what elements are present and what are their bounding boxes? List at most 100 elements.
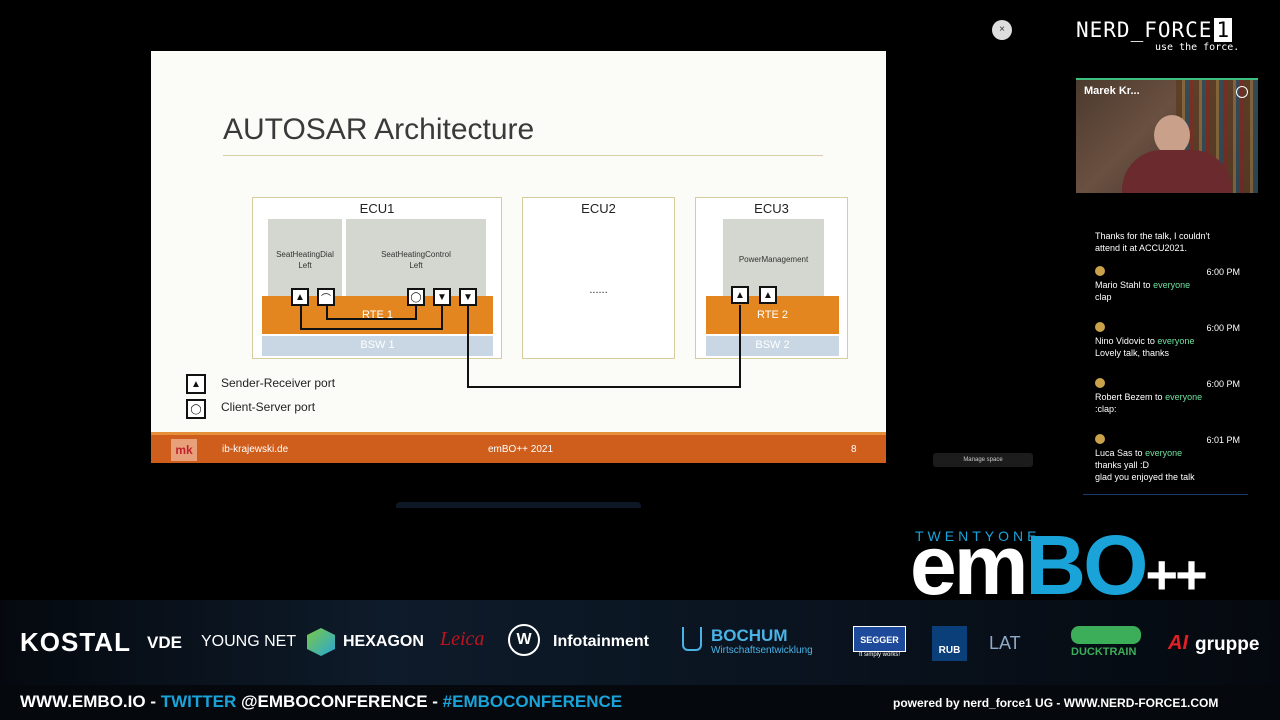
swc-power-management: PowerManagement — [723, 219, 824, 299]
ecu3-label: ECU3 — [754, 201, 789, 216]
brand-digit: 1 — [1214, 18, 1233, 42]
ticker-handle: @EMBOCONFERENCE - — [240, 692, 443, 711]
sponsor-ducktrain: DUCKTRAIN — [1071, 646, 1137, 658]
chat-sender: Nino Vidovic — [1095, 336, 1145, 346]
manage-space-button[interactable]: Manage space — [933, 453, 1033, 467]
sponsor-hexagon: HEXAGON — [343, 633, 424, 650]
speaker-name: Marek Kr... — [1084, 85, 1140, 97]
embo-logo: emBO++ — [910, 518, 1208, 620]
footer-event: emBO++ 2021 — [488, 444, 554, 455]
avatar-emoji-icon — [1095, 434, 1105, 444]
close-icon[interactable]: × — [992, 20, 1012, 40]
sender-receiver-port: ▼ — [459, 288, 477, 306]
chat-to: to — [1155, 392, 1163, 402]
chat-text: clap — [1095, 292, 1112, 302]
ecu2-label: ECU2 — [581, 201, 616, 216]
sponsor-bar — [0, 600, 1280, 685]
chat-to: to — [1135, 448, 1143, 458]
ticker-twitter: TWITTER — [160, 692, 241, 711]
globe-icon[interactable] — [1236, 86, 1248, 98]
chat-to: to — [1143, 280, 1151, 290]
chat-sender: Robert Bezem — [1095, 392, 1153, 402]
ticker-left: WWW.EMBO.IO - TWITTER @EMBOCONFERENCE - … — [20, 692, 622, 712]
chat-intro-message: Thanks for the talk, I couldn't attend i… — [1095, 231, 1210, 253]
sponsor-segger-sub: It simply works! — [858, 652, 900, 658]
ticker-hashtag: #EMBOCONFERENCE — [442, 692, 623, 711]
sponsor-young-net: YOUNG NET — [201, 633, 297, 650]
chat-time: 6:00 PM — [1206, 323, 1240, 333]
legend-client-server-icon: ◯ — [186, 399, 206, 419]
ticker-right: powered by nerd_force1 UG - WWW.NERD-FOR… — [893, 696, 1219, 710]
legend-sender-receiver-label: Sender-Receiver port — [221, 376, 336, 390]
ecu2-box: ECU2 ...... — [522, 197, 675, 359]
chat-text: Lovely talk, thanks — [1095, 348, 1170, 358]
bottom-ticker — [0, 685, 1280, 720]
sponsor-vde: VDE — [147, 633, 182, 652]
sponsor-bochum: BOCHUM — [711, 626, 788, 645]
chat-message: 6:01 PM Luca Sas to everyone thanks yall… — [1095, 434, 1240, 483]
ecu2-ellipsis: ...... — [589, 284, 608, 296]
chat-time: 6:00 PM — [1206, 267, 1240, 277]
sponsor-ai: AI — [1168, 632, 1188, 654]
bochum-icon — [682, 627, 702, 651]
hexagon-icon — [307, 628, 335, 656]
client-server-port: ⌒ — [317, 288, 335, 306]
speaker-head — [1154, 115, 1190, 155]
presenter-toolbar — [396, 502, 641, 508]
twentyone-label: TWENTYONE — [915, 528, 1041, 544]
bsw1-layer: BSW 1 — [262, 336, 493, 356]
presentation-slide: AUTOSAR Architecture ECU1 SeatHeatingDia… — [151, 51, 886, 463]
ticker-site: WWW.EMBO.IO - — [20, 692, 161, 711]
sponsor-leica: Leica — [440, 628, 485, 650]
avatar-emoji-icon — [1095, 378, 1105, 388]
sender-receiver-port: ▲ — [731, 286, 749, 304]
speaker-body — [1122, 150, 1232, 193]
sponsor-segger: SEGGER — [853, 626, 906, 652]
chat-text: :clap: — [1095, 404, 1117, 414]
embo-bo: BO — [1025, 518, 1148, 612]
chat-recipient: everyone — [1157, 336, 1195, 346]
slide-footer: mk ib-krajewski.de emBO++ 2021 8 — [151, 432, 886, 463]
chat-sender: Mario Stahl — [1095, 280, 1141, 290]
embo-plusplus: ++ — [1145, 543, 1207, 606]
chat-sender: Luca Sas — [1095, 448, 1133, 458]
sender-receiver-port: ▲ — [291, 288, 309, 306]
brand-tagline: use the force. — [1155, 42, 1240, 53]
chat-text: glad you enjoyed the talk — [1095, 472, 1195, 482]
chat-recipient: everyone — [1165, 392, 1203, 402]
swc-seat-heating-control: SeatHeatingControl Left — [346, 219, 486, 299]
connection-lines — [300, 305, 741, 388]
footer-site: ib-krajewski.de — [222, 444, 289, 455]
sponsor-lat: LAT — [989, 633, 1021, 653]
sponsor-bochum-sub: Wirtschaftsentwicklung — [711, 645, 813, 656]
chat-message: 6:00 PM Robert Bezem to everyone :clap: — [1095, 378, 1240, 415]
sender-receiver-port: ▲ — [759, 286, 777, 304]
sponsor-infotainment: Infotainment — [553, 633, 649, 650]
vw-logo-icon: W — [508, 624, 540, 656]
chat-time: 6:00 PM — [1206, 379, 1240, 389]
chat-recipient: everyone — [1153, 280, 1191, 290]
slide-page-number: 8 — [851, 444, 857, 455]
avatar-emoji-icon — [1095, 322, 1105, 332]
speaker-video: Marek Kr... — [1076, 78, 1258, 193]
sponsor-gruppe: gruppe — [1195, 634, 1260, 655]
ecu1-label: ECU1 — [359, 201, 395, 216]
sponsor-kostal: KOSTAL — [20, 627, 131, 657]
legend-client-server-label: Client-Server port — [221, 400, 316, 414]
brand-name: NERD_FORCE — [1076, 18, 1213, 42]
chat-to: to — [1147, 336, 1155, 346]
chat-message: 6:00 PM Nino Vidovic to everyone Lovely … — [1095, 322, 1240, 359]
embo-em: em — [910, 518, 1028, 612]
swc-seat-heating-dial: SeatHeatingDial Left — [268, 219, 342, 299]
legend-sender-receiver-icon: ▲ — [186, 374, 206, 394]
chat-text: thanks yall :D — [1095, 460, 1150, 470]
sender-receiver-port: ▼ — [433, 288, 451, 306]
chat-time: 6:01 PM — [1206, 435, 1240, 445]
chat-panel: Thanks for the talk, I couldn't attend i… — [1095, 220, 1250, 500]
ducktrain-icon — [1071, 626, 1141, 644]
chat-message: 6:00 PM Mario Stahl to everyone clap — [1095, 266, 1240, 303]
chat-recipient: everyone — [1145, 448, 1183, 458]
client-server-port: ◯ — [407, 288, 425, 306]
avatar-emoji-icon — [1095, 266, 1105, 276]
